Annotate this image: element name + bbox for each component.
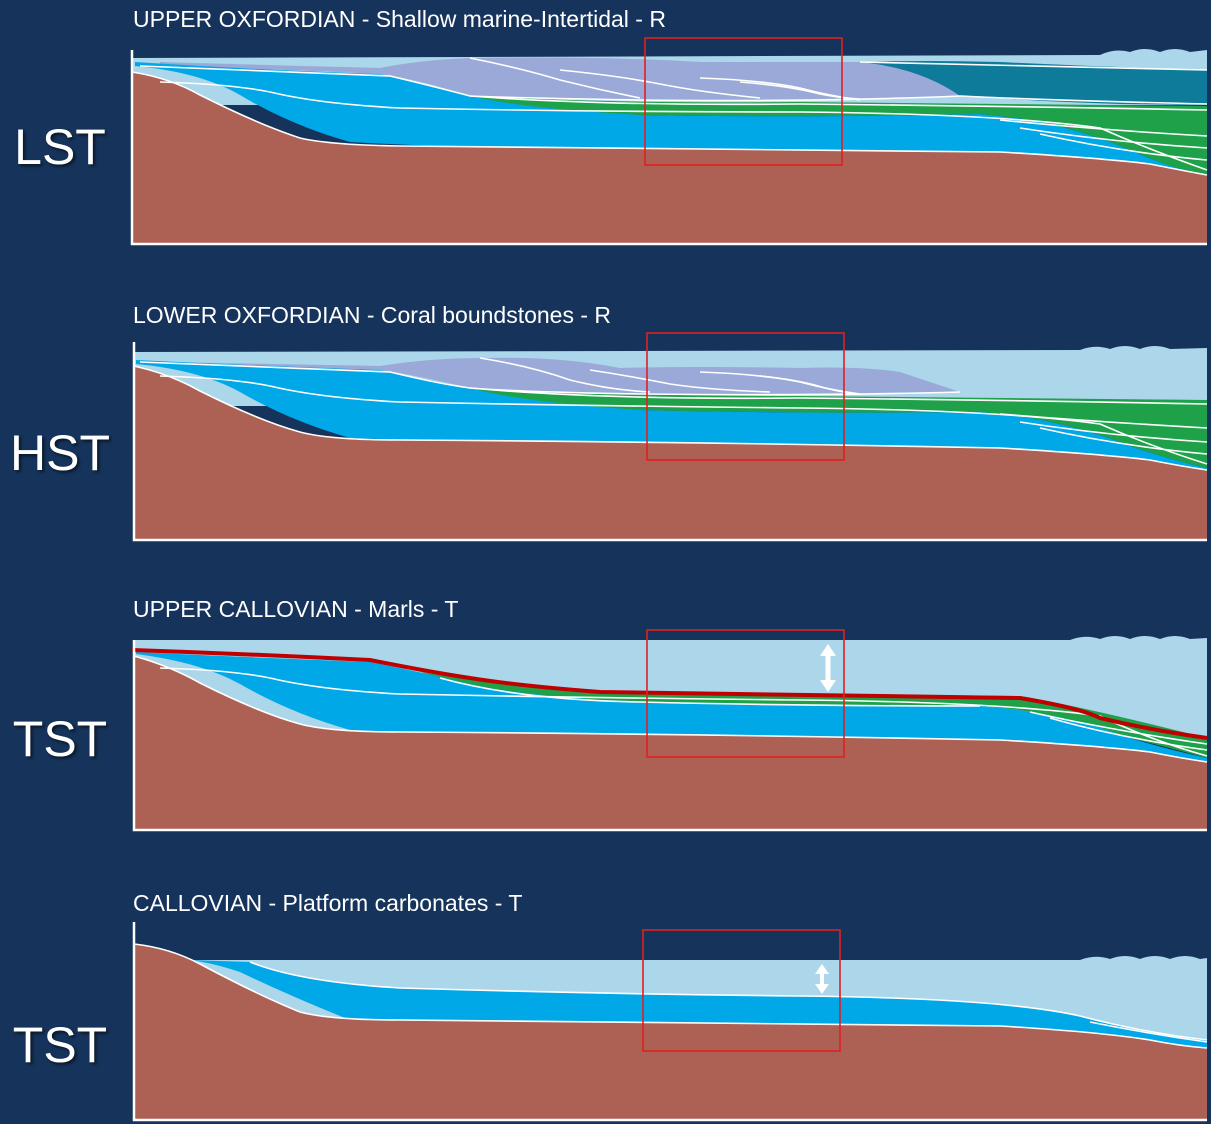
panel-title: CALLOVIAN - Platform carbonates - T xyxy=(133,890,523,916)
cross-section-upper-oxfordian xyxy=(130,37,1208,246)
basement-rock xyxy=(134,366,1207,540)
bedding-lines xyxy=(131,57,1208,176)
highlight-box xyxy=(646,629,845,758)
flooding-surface-line xyxy=(131,648,1208,740)
basement-rock xyxy=(134,944,1207,1120)
double-arrow-icon xyxy=(815,964,829,994)
panel-title: LOWER OXFORDIAN - Coral boundstones - R xyxy=(133,302,612,328)
bedding-lines xyxy=(133,655,1208,763)
carbonate-layer xyxy=(136,360,1207,472)
marl-layer xyxy=(460,95,1207,175)
panel-upper-oxfordian: UPPER OXFORDIAN - Shallow marine-Interti… xyxy=(0,0,1211,280)
basement-rock xyxy=(132,72,1207,244)
basement-rock xyxy=(134,656,1207,830)
systems-tract-label: TST xyxy=(12,711,108,767)
bedding-lines xyxy=(133,943,1208,1049)
axis-frame xyxy=(130,50,1207,246)
panel-lower-oxfordian: LOWER OXFORDIAN - Coral boundstones - R … xyxy=(0,296,1211,556)
cross-section-callovian xyxy=(132,922,1208,1122)
carbonate-layer xyxy=(136,652,1207,764)
reef-layer xyxy=(160,57,960,101)
double-arrow-icon xyxy=(820,644,836,692)
axis-frame xyxy=(132,342,1207,542)
cross-section-lower-oxfordian xyxy=(132,332,1208,542)
systems-tract-label: HST xyxy=(10,425,110,481)
carbonate-layer xyxy=(188,960,1207,1048)
cross-section-upper-callovian xyxy=(131,629,1208,832)
panel-title: UPPER OXFORDIAN - Shallow marine-Interti… xyxy=(133,6,666,32)
highlight-box xyxy=(642,929,841,1052)
highlight-box xyxy=(646,332,845,461)
highlight-box xyxy=(644,37,843,166)
panel-title: UPPER CALLOVIAN - Marls - T xyxy=(133,596,459,622)
systems-tract-label: TST xyxy=(12,1017,108,1073)
systems-tract-label: LST xyxy=(14,119,106,175)
bedding-lines xyxy=(133,357,1208,471)
panel-upper-callovian: UPPER CALLOVIAN - Marls - T TST xyxy=(0,588,1211,838)
axis-frame xyxy=(132,640,1207,832)
panel-callovian: CALLOVIAN - Platform carbonates - T TST xyxy=(0,876,1211,1124)
axis-frame xyxy=(132,922,1207,1122)
carbonate-layer xyxy=(135,62,1207,178)
